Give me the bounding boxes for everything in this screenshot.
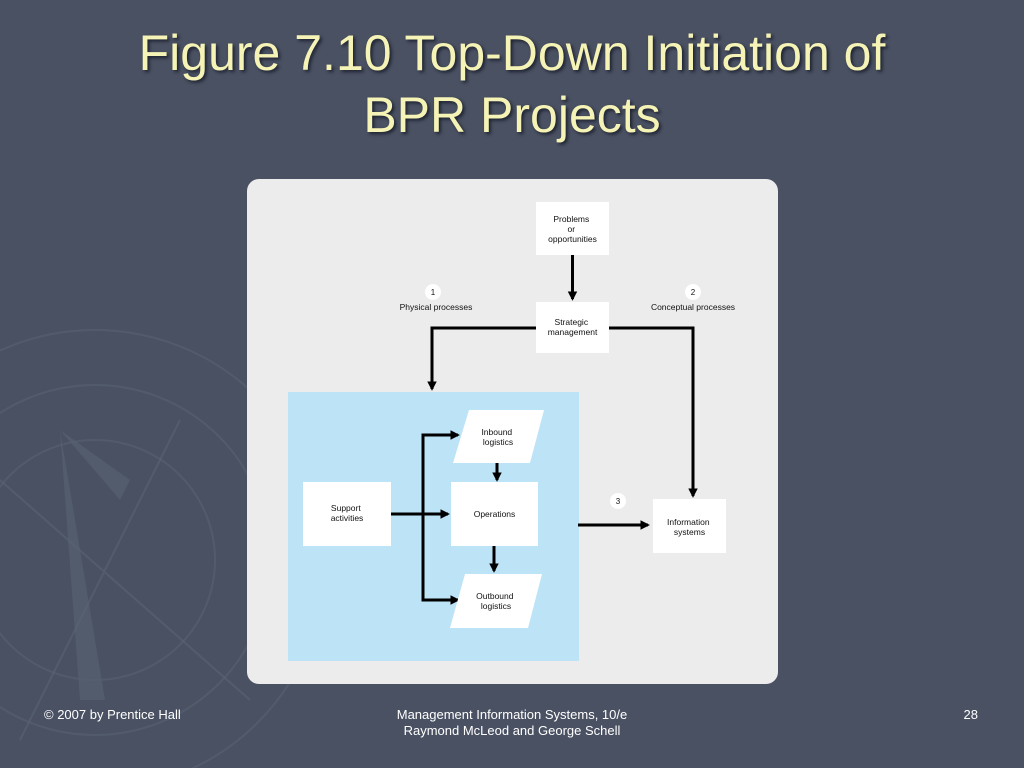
badge-2-label: 2 xyxy=(691,288,696,297)
arrow-to-info-systems xyxy=(609,326,698,498)
info-systems-label: Information systems xyxy=(667,517,712,537)
info-systems-line-2: systems xyxy=(674,527,705,537)
inbound-box xyxy=(453,410,544,463)
badge-3-label: 3 xyxy=(616,497,621,506)
outbound-label: Outbound logistics xyxy=(476,591,516,611)
strategic-line-2: management xyxy=(548,327,598,337)
support-line-2: activities xyxy=(331,513,364,523)
inbound-line-1: Inbound xyxy=(481,427,512,437)
arrow-to-value-chain xyxy=(427,326,536,391)
problems-line-2: or xyxy=(568,224,576,234)
title-line-1: Figure 7.10 Top-Down Initiation of xyxy=(138,25,886,81)
badge-1-label: 1 xyxy=(431,288,436,297)
info-systems-box xyxy=(653,499,726,553)
problems-box xyxy=(536,202,609,255)
title-line-2: BPR Projects xyxy=(363,87,661,143)
info-systems-line-1: Information xyxy=(667,517,710,527)
footer-book-title: Management Information Systems, 10/e xyxy=(396,707,628,722)
strategic-label: Strategic management xyxy=(548,317,598,337)
problems-line-3: opportunities xyxy=(548,234,597,244)
badge-2 xyxy=(685,284,701,300)
support-box xyxy=(303,482,391,546)
outbound-box xyxy=(450,574,542,628)
problems-line-1: Problems xyxy=(553,214,589,224)
badge-1 xyxy=(425,284,441,300)
outbound-line-1: Outbound xyxy=(476,591,514,601)
badge-3 xyxy=(610,493,626,509)
figure-panel: Problems or opportunities Strategic mana… xyxy=(247,179,778,684)
strategic-box xyxy=(536,302,609,353)
operations-label: Operations xyxy=(474,509,516,519)
slide-title: Figure 7.10 Top-Down Initiation of BPR P… xyxy=(0,22,1024,146)
strategic-line-1: Strategic xyxy=(555,317,589,327)
inbound-line-2: logistics xyxy=(483,437,513,447)
footer-authors: Raymond McLeod and George Schell xyxy=(403,723,621,738)
conceptual-processes-label: Conceptual processes xyxy=(651,302,735,312)
support-line-1: Support xyxy=(331,503,361,513)
page-number: 28 xyxy=(963,707,978,722)
outbound-line-2: logistics xyxy=(481,601,511,611)
problems-label: Problems or opportunities xyxy=(548,214,597,244)
operations-box xyxy=(451,482,538,546)
footer-book-info: Management Information Systems, 10/e Ray… xyxy=(312,707,712,739)
physical-processes-label: Physical processes xyxy=(400,302,473,312)
support-label: Support activities xyxy=(331,503,364,523)
bpr-diagram: Problems or opportunities Strategic mana… xyxy=(288,202,735,661)
inbound-label: Inbound logistics xyxy=(481,427,514,447)
footer-copyright: © 2007 by Prentice Hall xyxy=(44,707,181,722)
